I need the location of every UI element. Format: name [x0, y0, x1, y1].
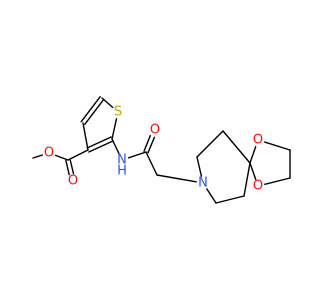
bond-Cp2-C_sp	[222, 130, 251, 164]
bond-line	[111, 138, 120, 155]
bond-S1-C2	[111, 118, 118, 140]
bond-C_sp-O_d1	[249, 145, 257, 164]
atom-label-O_d2: O	[253, 179, 263, 194]
bond-C2-N_am	[111, 138, 120, 155]
bond-line	[206, 188, 217, 204]
bond-C5-S1	[101, 97, 114, 109]
bond-Cp1-Cp2	[196, 130, 224, 158]
bond-line	[249, 162, 257, 181]
bond-Cp3-Cp4	[215, 195, 245, 204]
atom-label-O_carb: O	[68, 174, 78, 189]
bond-C2-C3	[86, 136, 114, 153]
bond-line	[156, 174, 197, 183]
bond-C_est-C3	[67, 149, 89, 161]
atom-label-S1: S	[114, 105, 122, 120]
bond-C3-C4	[82, 122, 89, 151]
bond-O_d1-Cd1	[264, 141, 291, 151]
bond-C_am-O_am	[143, 134, 156, 154]
bond-line	[67, 149, 89, 161]
bond-C_sp-Cp3	[243, 162, 251, 197]
atom-label-O_est: O	[44, 146, 54, 161]
bond-C4-C5	[80, 95, 105, 126]
atom-label-H_am: H	[117, 164, 127, 179]
bond-line	[88, 140, 114, 153]
bond-line	[69, 158, 75, 175]
bond-O_d2-C_sp	[249, 162, 257, 181]
bond-line	[264, 177, 291, 186]
atom-label-N_pip: N	[198, 176, 208, 191]
bond-line	[32, 154, 43, 159]
bond-line	[84, 98, 105, 126]
bond-C_me-O_est	[32, 154, 43, 159]
bond-Cd2-O_d2	[264, 177, 291, 186]
bond-C_am-C_ch2	[145, 151, 158, 176]
bond-O_est-C_est	[54, 154, 69, 161]
atom-label-N_am: N	[117, 153, 127, 168]
bond-line	[127, 151, 147, 159]
bond-C_ch2-N_pip	[156, 174, 197, 183]
bond-line	[86, 136, 112, 149]
bond-line	[215, 195, 245, 204]
bond-C_est-O_carb	[65, 158, 75, 176]
bond-line	[101, 97, 114, 109]
bond-line	[65, 159, 70, 176]
bond-line	[147, 136, 156, 154]
bond-line	[196, 156, 203, 177]
bond-line	[54, 154, 69, 161]
bond-line	[82, 122, 89, 151]
bond-line	[80, 95, 101, 123]
bond-line	[143, 134, 152, 152]
bond-layer	[32, 95, 291, 204]
atom-label-O_d1: O	[253, 133, 263, 148]
bond-line	[249, 145, 257, 164]
bond-line	[196, 130, 224, 158]
bond-Cp4-N_pip	[206, 188, 217, 204]
bond-line	[111, 118, 118, 140]
atom-label-O_am: O	[150, 123, 160, 138]
bond-N_am-C_am	[127, 151, 147, 159]
bond-line	[222, 130, 251, 164]
bond-line	[264, 141, 291, 151]
bond-N_pip-Cp1	[196, 156, 203, 177]
bond-line	[243, 162, 251, 197]
bond-line	[145, 151, 158, 176]
